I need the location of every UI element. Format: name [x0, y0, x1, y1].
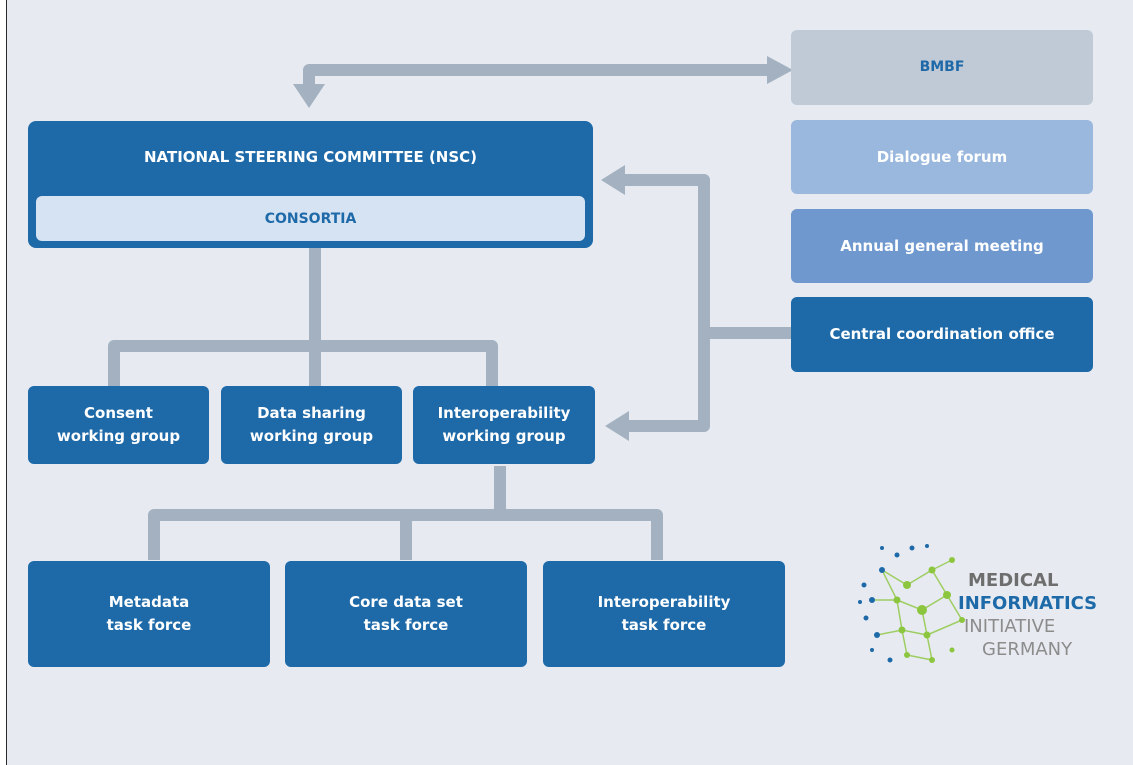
- bmbf-box: BMBF: [791, 30, 1093, 105]
- bmbf-arrowhead: [767, 56, 793, 84]
- interop-tf-box: Interoperability task force: [543, 561, 785, 667]
- logo-line-germany: GERMANY: [982, 639, 1073, 660]
- metadata-tf-box: Metadata task force: [28, 561, 270, 667]
- consortia-box: CONSORTIA: [36, 196, 585, 241]
- nsc-title: NATIONAL STEERING COMMITTEE (NSC): [143, 148, 478, 166]
- nsc-arrowhead-top: [293, 84, 325, 108]
- network-globe-icon: [858, 544, 965, 663]
- core-data-tf-box: Core data set task force: [285, 561, 527, 667]
- nsc-box: NATIONAL STEERING COMMITTEE (NSC) CONSOR…: [28, 121, 593, 248]
- annual-meeting-box: Annual general meeting: [791, 209, 1093, 283]
- interop-wg-arrowhead: [605, 411, 629, 441]
- interop-wg-box: Interoperability working group: [413, 386, 595, 464]
- diagram-canvas: BMBF NATIONAL STEERING COMMITTEE (NSC) C…: [6, 0, 1133, 765]
- logo-line-medical: MEDICAL: [968, 570, 1059, 591]
- bmbf-connector: [303, 64, 769, 92]
- connector-lines: [108, 56, 793, 560]
- logo-line-informatics: INFORMATICS: [958, 593, 1098, 614]
- dialogue-forum-box: Dialogue forum: [791, 120, 1093, 194]
- working-group-branch: [108, 340, 498, 392]
- data-sharing-wg-box: Data sharing working group: [221, 386, 402, 464]
- consent-wg-box: Consent working group: [28, 386, 209, 464]
- central-office-box: Central coordination office: [791, 297, 1093, 372]
- nsc-arrowhead-right: [601, 165, 625, 195]
- logo-line-initiative: INITIATIVE: [964, 616, 1056, 637]
- mii-logo: MEDICAL INFORMATICS INITIATIVE GERMANY: [852, 540, 1102, 680]
- central-office-loop: [617, 174, 710, 432]
